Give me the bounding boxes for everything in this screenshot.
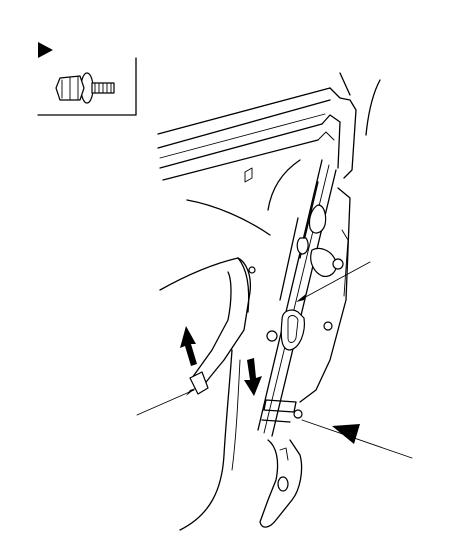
door-inner-panel — [159, 159, 301, 531]
door-sash — [157, 72, 381, 181]
down-arrow-icon — [244, 358, 262, 396]
leader-line-rail — [299, 261, 371, 301]
glass-run-channel — [189, 257, 256, 395]
pointer-triangle-icon — [38, 42, 53, 58]
leader-line-channel — [136, 389, 195, 416]
bolt-location-arrow-icon — [332, 424, 360, 444]
up-arrow-icon — [180, 326, 197, 366]
motion-arrows — [180, 326, 262, 396]
leader-lines — [136, 261, 413, 459]
leader-line-bolt — [301, 419, 413, 459]
panel-hole — [244, 167, 253, 183]
flange-bolt-icon — [55, 72, 115, 104]
fastener-legend — [37, 42, 137, 116]
legend-frame — [37, 57, 137, 116]
regulator-bracket — [259, 204, 344, 528]
